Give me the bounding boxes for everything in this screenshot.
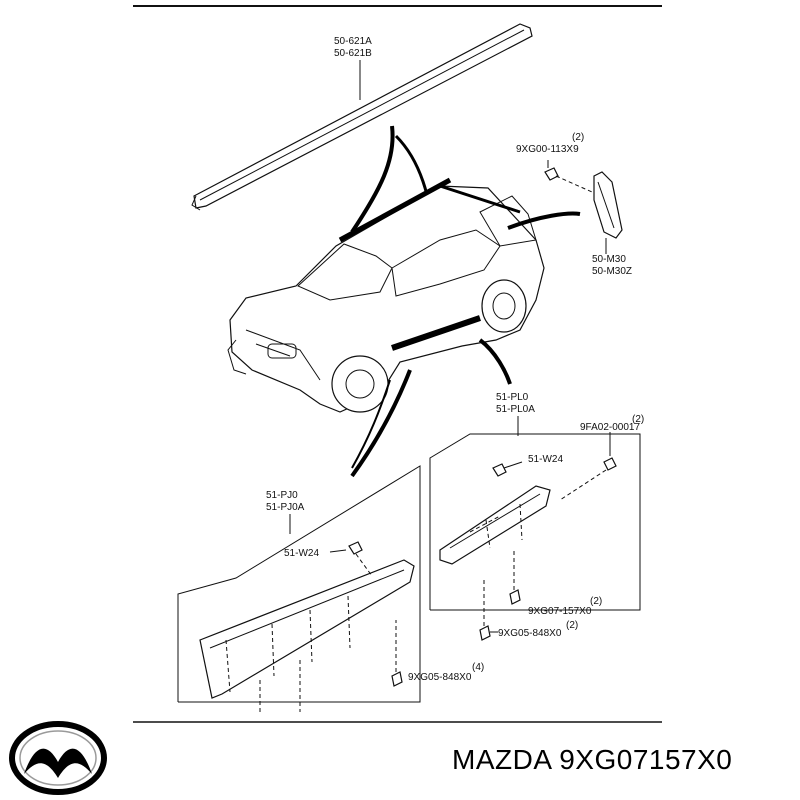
- svg-text:51-PL0: 51-PL0: [496, 392, 529, 403]
- svg-text:(2): (2): [566, 620, 578, 631]
- svg-text:(2): (2): [632, 414, 644, 425]
- svg-text:51-W24: 51-W24: [528, 454, 563, 465]
- svg-text:(2): (2): [572, 132, 584, 143]
- front-molding-detail-box: [177, 465, 421, 712]
- svg-text:(4): (4): [472, 662, 484, 673]
- svg-text:9XG05-848X0: 9XG05-848X0: [498, 628, 562, 639]
- rear-molding-label: 51-PL0 51-PL0A: [496, 392, 535, 436]
- roof-molding-part: [191, 23, 533, 211]
- garnish-label: 50-M30 50-M30Z: [592, 238, 632, 277]
- svg-text:(2): (2): [590, 596, 602, 607]
- front-molding-leader: [350, 369, 412, 478]
- svg-text:50-621B: 50-621B: [334, 48, 372, 59]
- svg-text:51-W24: 51-W24: [284, 548, 319, 559]
- svg-text:50-M30Z: 50-M30Z: [592, 266, 632, 277]
- part-title: MAZDA 9XG07157X0: [452, 744, 733, 775]
- svg-text:50-M30: 50-M30: [592, 254, 626, 265]
- garnish-part: [593, 171, 623, 239]
- svg-text:9XG05-848X0: 9XG05-848X0: [408, 672, 472, 683]
- bolt-top-part: [544, 160, 593, 193]
- svg-text:51-PL0A: 51-PL0A: [496, 404, 535, 415]
- bolt-top-label: (2) 9XG00-113X9: [516, 132, 584, 155]
- rear-molding-detail-box: [429, 433, 641, 641]
- svg-text:50-621A: 50-621A: [334, 36, 372, 47]
- roof-molding-label: 50-621A 50-621B: [334, 36, 372, 100]
- front-box-labels: 51-PJ0 51-PJ0A 51-W24 (4) 9XG05-848X0: [266, 490, 484, 683]
- svg-text:51-PJ0A: 51-PJ0A: [266, 502, 305, 513]
- svg-text:51-PJ0: 51-PJ0: [266, 490, 298, 501]
- svg-text:9XG00-113X9: 9XG00-113X9: [516, 144, 579, 155]
- svg-text:9FA02-00017: 9FA02-00017: [580, 422, 640, 433]
- mazda-logo-icon: [9, 721, 107, 795]
- garnish-leader: [507, 211, 581, 230]
- front-molding-leader-2: [351, 379, 391, 469]
- rear-box-labels: (2) 9FA02-00017 51-W24 (2) 9XG07-157X0 (…: [490, 414, 644, 639]
- svg-text:9XG07-157X0: 9XG07-157X0: [528, 606, 592, 617]
- roof-leader-left: [350, 125, 395, 234]
- vehicle-drawing: [227, 177, 545, 413]
- rear-molding-leader: [478, 338, 512, 385]
